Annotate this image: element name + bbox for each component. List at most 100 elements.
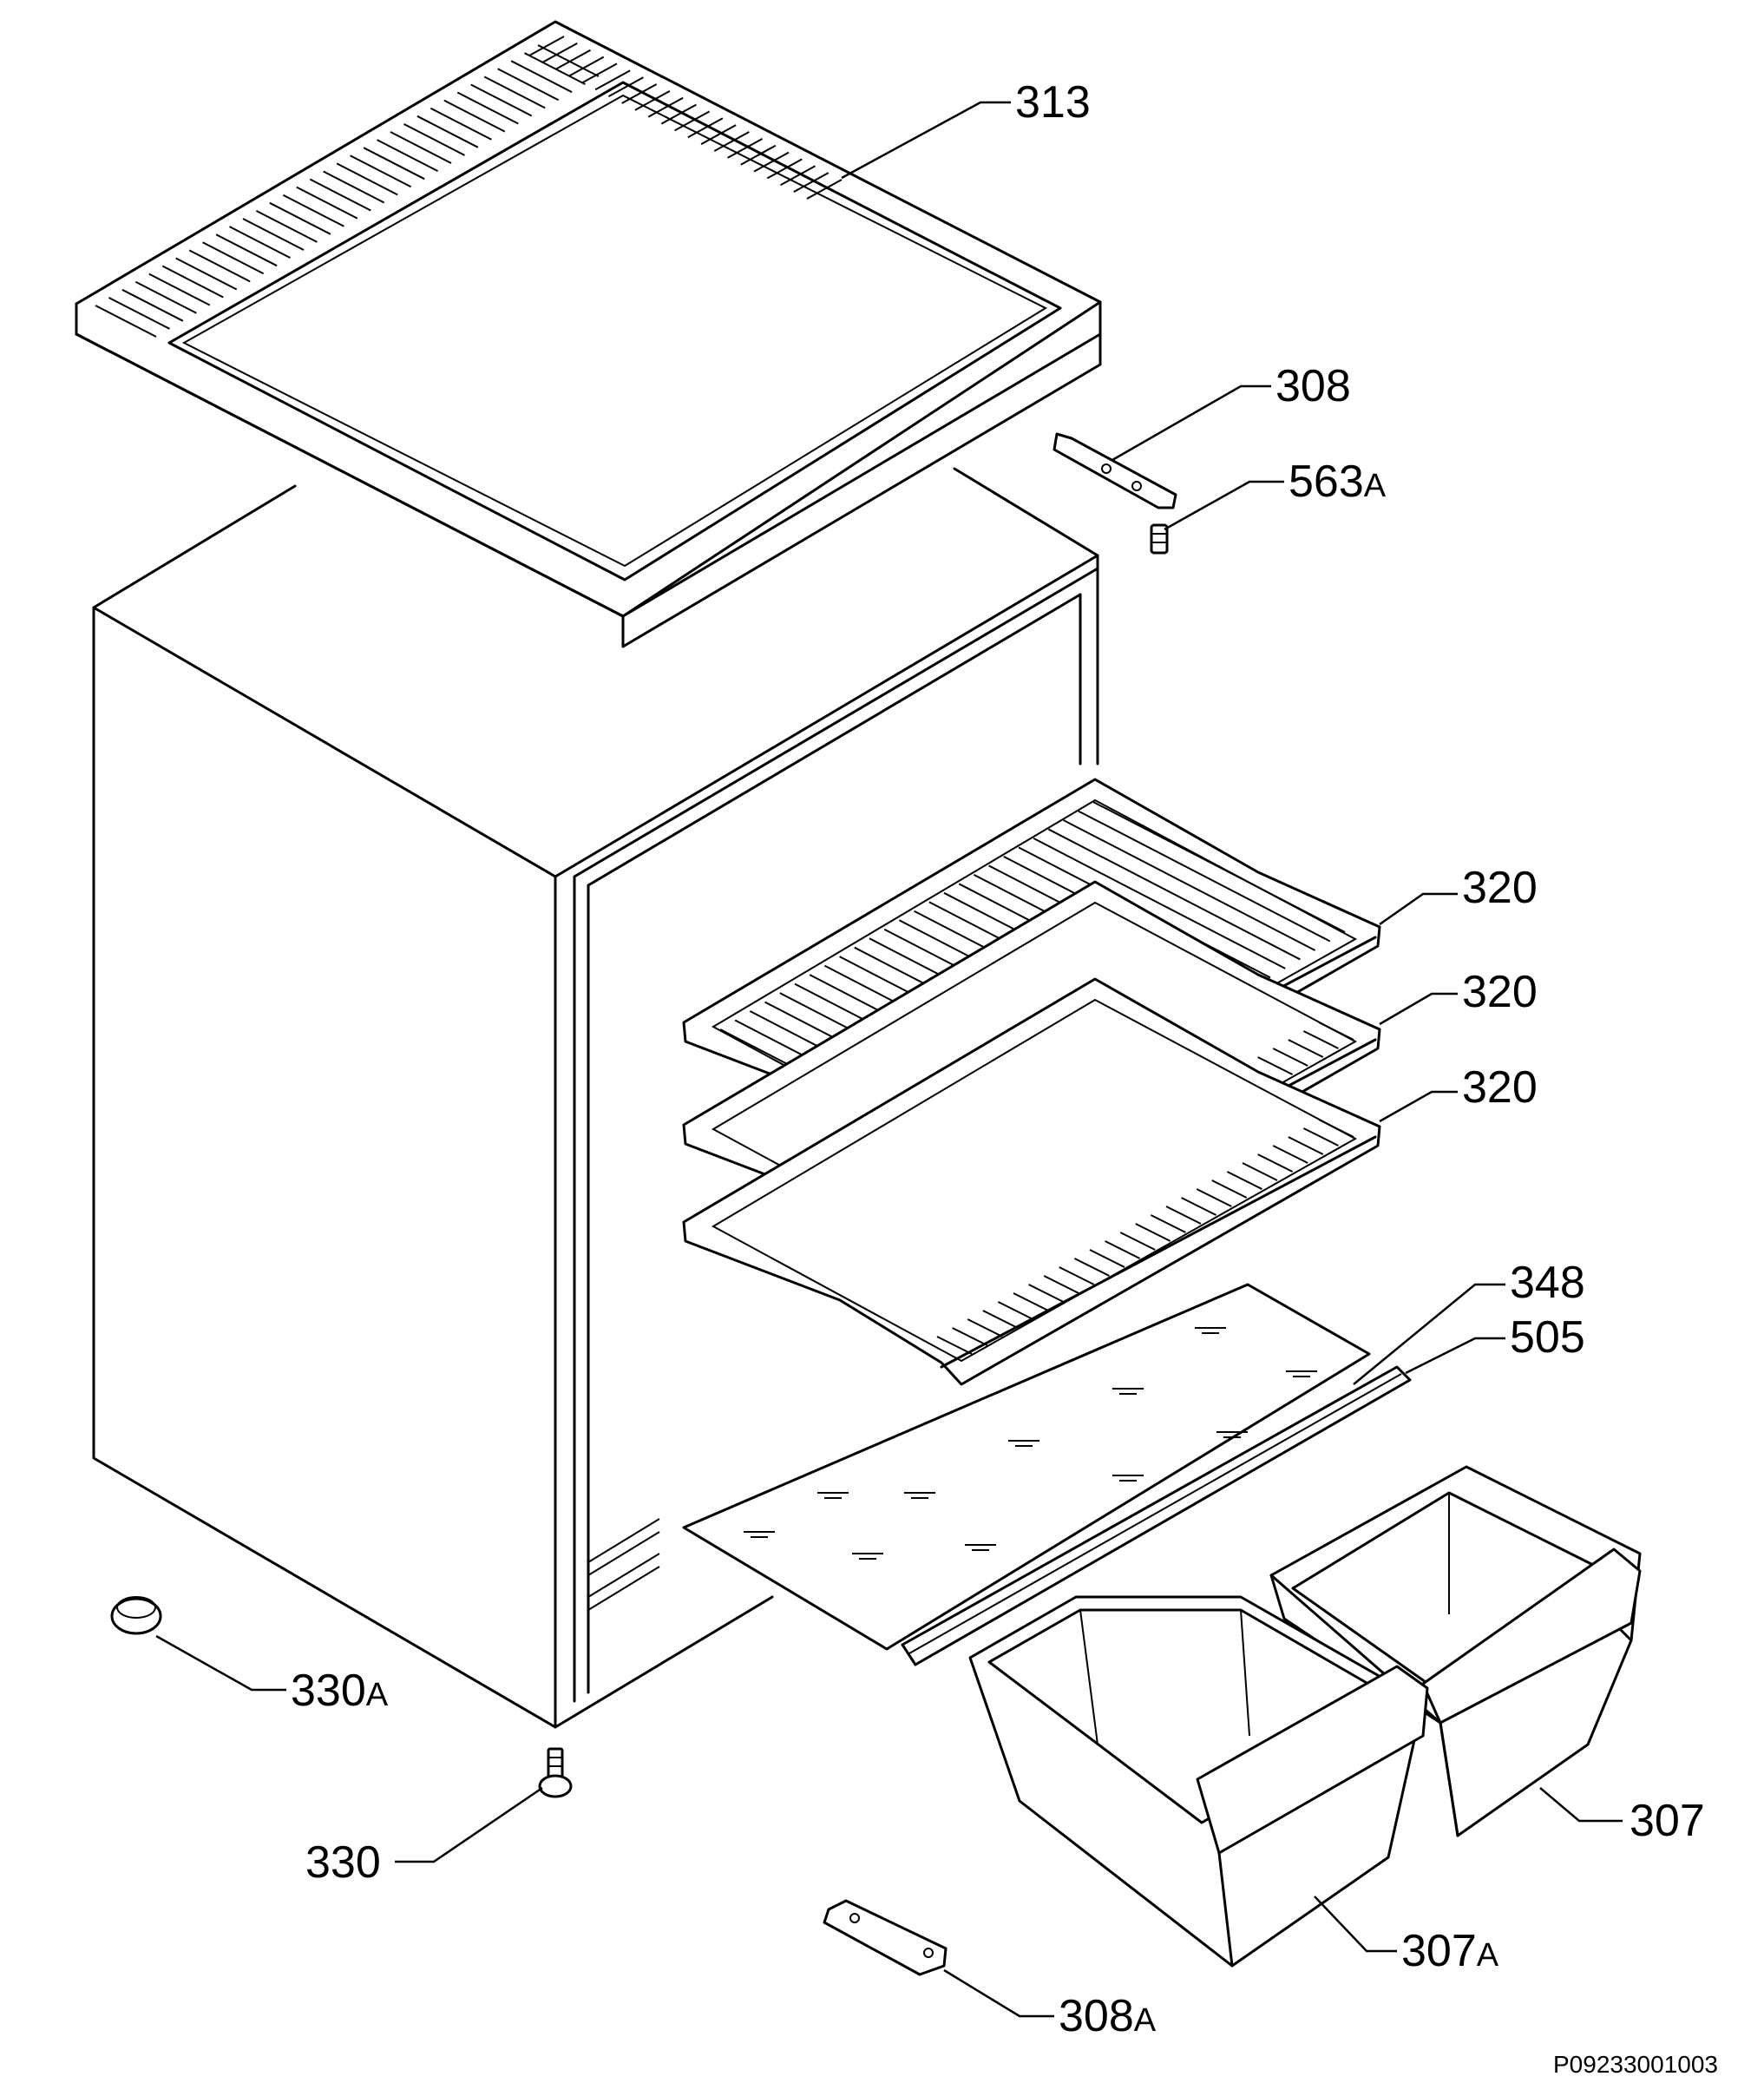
vent-slot	[766, 158, 803, 180]
vent-slot	[568, 56, 605, 77]
vent-slot	[660, 103, 697, 125]
vent-slot	[497, 68, 560, 102]
vent-slot	[134, 280, 197, 314]
vent-slot	[188, 249, 251, 283]
label-505: 505	[1510, 1312, 1585, 1363]
label-308: 308	[1275, 361, 1351, 411]
glass-reflection-marks	[744, 1327, 1317, 1560]
shelf-wire	[1059, 1266, 1095, 1285]
vent-slot	[403, 123, 465, 156]
vent-slot	[727, 137, 764, 159]
foot-cap	[110, 1596, 162, 1635]
vent-slot	[541, 42, 578, 63]
shelf-wire	[1302, 1127, 1339, 1147]
leader-lines	[155, 101, 1623, 2018]
vent-slot	[255, 210, 318, 243]
vent-slot	[524, 52, 587, 85]
shelf-wire	[1242, 1162, 1278, 1181]
hinge-bottom	[823, 1899, 948, 1976]
vent-slot	[215, 233, 278, 267]
shelf-wire	[1226, 1171, 1262, 1190]
shelf-wire	[1089, 1249, 1125, 1268]
shelf-wire	[936, 1336, 973, 1355]
part-labels: 313 308 563A 320 320 320 348 505 330A 33…	[291, 77, 1718, 2078]
shelf-wire	[1150, 1214, 1186, 1233]
vent-slot	[377, 139, 439, 172]
label-308a: 308A	[1059, 1991, 1157, 2041]
vent-slot	[510, 60, 573, 94]
shelf-wire	[1257, 1153, 1294, 1173]
shelf-wire	[967, 1318, 1003, 1337]
vent-slot	[780, 165, 816, 187]
vent-slot	[713, 131, 750, 152]
vent-slot	[296, 186, 358, 220]
shelf-trim-strip	[901, 1365, 1412, 1666]
label-313: 313	[1015, 77, 1091, 128]
vent-slot	[581, 62, 618, 84]
vent-slot	[793, 172, 830, 194]
shelf-wire	[1318, 1119, 1354, 1138]
label-348: 348	[1510, 1258, 1585, 1308]
hinge-top	[1052, 432, 1177, 509]
shelf-wire	[1013, 1292, 1049, 1311]
vent-slot	[443, 99, 506, 133]
vent-slot	[806, 179, 843, 200]
wire-shelf	[682, 977, 1381, 1386]
cabinet-body	[92, 467, 1099, 1729]
shelf-wire	[1135, 1223, 1171, 1242]
vent-slot	[634, 89, 671, 111]
shelf-wire	[1288, 1136, 1324, 1155]
vent-slot	[309, 178, 371, 212]
vent-slot	[456, 91, 519, 125]
hinge-pin	[1150, 523, 1169, 555]
vent-slot	[350, 154, 412, 188]
shelf-wire	[1063, 819, 1316, 951]
vent-slot	[700, 124, 737, 146]
vent-slot	[621, 83, 658, 104]
shelf-wire	[1105, 1240, 1141, 1259]
vent-slot	[483, 76, 546, 109]
shelf-wire	[1288, 1039, 1324, 1058]
drawing-code: P09233001003	[1553, 2051, 1718, 2078]
vent-slot	[607, 76, 644, 98]
shelf-wire	[1302, 1030, 1339, 1049]
vent-slot	[363, 147, 425, 181]
shelf-wire	[1272, 1048, 1308, 1067]
top-cover	[75, 20, 1102, 648]
label-330: 330	[305, 1837, 381, 1888]
label-307a: 307A	[1401, 1926, 1499, 1976]
vent-slot	[95, 305, 157, 338]
shelf-wire	[1272, 1145, 1308, 1164]
vent-slot	[121, 288, 184, 322]
vent-slot	[430, 107, 492, 141]
shelf-wire	[1028, 1284, 1065, 1303]
shelf-wire	[1092, 801, 1346, 933]
vent-slot	[687, 117, 724, 139]
shelf-wire	[1257, 1056, 1294, 1075]
shelf-wire	[952, 1327, 988, 1346]
shelf-wire	[1318, 1022, 1354, 1041]
vent-slot	[537, 44, 600, 77]
vent-slot	[269, 201, 331, 235]
vent-slot	[416, 115, 479, 148]
vent-slot	[674, 110, 711, 132]
wire-shelves	[682, 778, 1381, 1386]
vent-slot	[647, 96, 684, 118]
vent-slot	[470, 83, 533, 117]
vent-slot	[161, 265, 224, 299]
shelf-wire	[1196, 1188, 1232, 1207]
shelf-wire	[1181, 1197, 1217, 1216]
vent-slot	[390, 131, 452, 164]
shelf-wire	[1033, 838, 1286, 969]
shelf-wire	[1043, 1275, 1079, 1294]
vent-slot	[148, 273, 211, 306]
glass-shelf	[682, 1283, 1371, 1651]
vent-slot	[323, 170, 385, 204]
vent-slot	[229, 226, 292, 259]
label-307: 307	[1630, 1796, 1705, 1846]
shelf-wire	[1047, 828, 1301, 961]
adjustable-foot	[538, 1747, 573, 1798]
vent-slot	[528, 36, 565, 56]
vent-slot	[740, 144, 777, 166]
